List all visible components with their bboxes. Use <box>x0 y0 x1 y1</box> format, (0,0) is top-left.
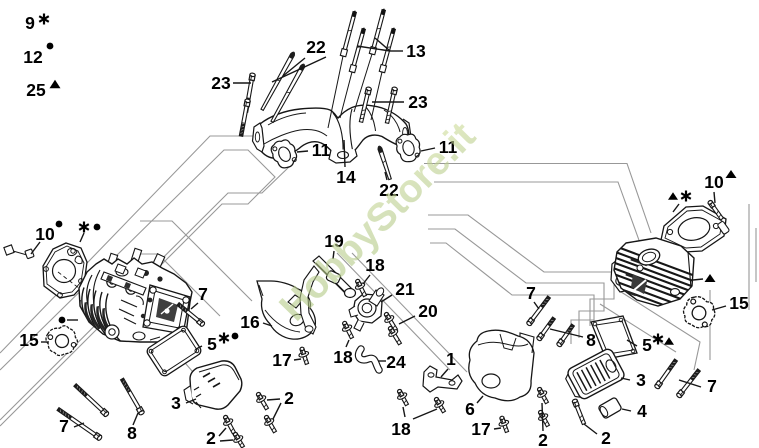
svg-text:1: 1 <box>446 349 456 369</box>
svg-text:11: 11 <box>439 137 458 157</box>
svg-text:10: 10 <box>704 172 724 192</box>
svg-text:23: 23 <box>408 92 428 112</box>
svg-text:22: 22 <box>306 37 326 57</box>
svg-text:11: 11 <box>312 140 331 160</box>
svg-text:18: 18 <box>333 347 353 367</box>
svg-text:12: 12 <box>23 47 43 67</box>
svg-text:17: 17 <box>471 419 490 439</box>
svg-text:15: 15 <box>729 293 749 313</box>
svg-text:18: 18 <box>391 419 411 439</box>
svg-text:2: 2 <box>538 430 548 448</box>
svg-text:9: 9 <box>25 13 35 33</box>
svg-text:16: 16 <box>240 312 260 332</box>
svg-text:2: 2 <box>206 428 216 448</box>
svg-text:5: 5 <box>207 334 217 354</box>
svg-text:10: 10 <box>35 224 55 244</box>
svg-text:15: 15 <box>19 330 39 350</box>
svg-text:3: 3 <box>636 370 646 390</box>
svg-text:7: 7 <box>198 284 208 304</box>
svg-text:7: 7 <box>526 283 536 303</box>
svg-text:3: 3 <box>171 393 181 413</box>
svg-text:25: 25 <box>26 80 46 100</box>
svg-text:7: 7 <box>707 376 717 396</box>
svg-text:5: 5 <box>642 335 652 355</box>
svg-text:13: 13 <box>406 41 426 61</box>
svg-text:6: 6 <box>465 399 475 419</box>
svg-text:21: 21 <box>395 279 415 299</box>
svg-text:19: 19 <box>324 231 344 251</box>
svg-text:2: 2 <box>601 428 611 448</box>
svg-text:24: 24 <box>386 352 406 372</box>
svg-text:7: 7 <box>59 416 69 436</box>
svg-text:23: 23 <box>211 73 231 93</box>
svg-text:14: 14 <box>336 167 356 187</box>
svg-text:18: 18 <box>365 255 385 275</box>
svg-text:8: 8 <box>127 423 137 443</box>
svg-text:20: 20 <box>418 301 438 321</box>
svg-text:22: 22 <box>379 180 399 200</box>
svg-text:8: 8 <box>586 330 596 350</box>
svg-text:2: 2 <box>284 388 294 408</box>
svg-text:17: 17 <box>272 350 291 370</box>
svg-text:4: 4 <box>637 401 647 421</box>
